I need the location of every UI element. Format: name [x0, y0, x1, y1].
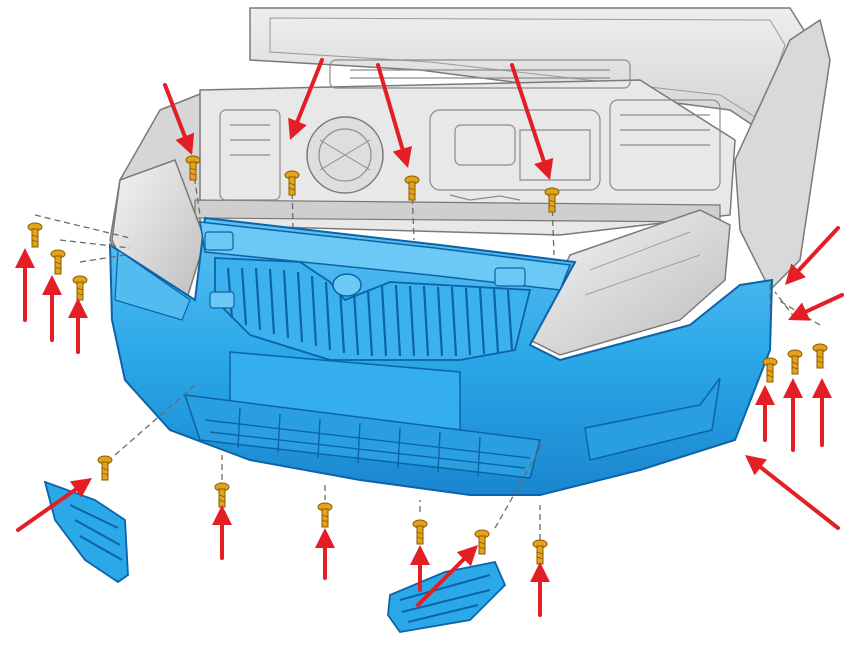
right-headlight [529, 209, 731, 356]
red-arrow-icon [785, 226, 840, 285]
leader-line [79, 254, 126, 263]
screw-icon [27, 222, 43, 248]
screw-icon [787, 349, 803, 375]
fasteners [27, 155, 828, 565]
screw-icon [317, 502, 333, 528]
leader-line [114, 384, 196, 456]
screw-icon [412, 519, 428, 545]
red-arrow-icon [315, 528, 335, 580]
red-arrows [15, 58, 844, 617]
leader-line [192, 167, 201, 216]
screw-icon [97, 455, 113, 481]
leader-line [34, 214, 131, 239]
left-fog-cover [43, 480, 129, 584]
red-arrow-icon [410, 545, 430, 592]
front-bumper [108, 216, 774, 496]
red-arrow-icon [788, 293, 844, 321]
red-arrow-icon [15, 248, 35, 322]
leader-line [59, 239, 131, 249]
leader-line [411, 187, 415, 241]
screw-icon [762, 357, 778, 383]
leader-line [494, 439, 546, 529]
screw-icon [404, 175, 420, 201]
red-arrow-icon [68, 298, 88, 354]
screw-icon [50, 249, 66, 275]
right-fog-recess [584, 377, 721, 461]
screw-icon [474, 529, 490, 555]
screw-icon [544, 187, 560, 213]
red-arrow-icon [510, 63, 554, 180]
right-fender [734, 18, 831, 292]
grille-emblem [332, 273, 362, 297]
screw-icon [812, 343, 828, 369]
red-arrow-icon [812, 378, 832, 447]
right-fog-cover [387, 560, 507, 633]
screw-icon [214, 482, 230, 508]
lower-intake [183, 394, 541, 479]
red-arrow-icon [745, 455, 840, 530]
screw-icon [72, 275, 88, 301]
red-arrow-icon [288, 58, 324, 140]
leader-line [291, 182, 294, 229]
screw-icon [532, 539, 548, 565]
front-grille [214, 257, 532, 361]
red-arrow-icon [42, 275, 62, 342]
leader-line [551, 199, 555, 256]
red-arrow-icon [163, 83, 195, 155]
screw-icon [185, 155, 201, 181]
red-arrow-icon [212, 505, 232, 560]
screw-icon [284, 170, 300, 196]
red-arrow-icon [16, 478, 92, 532]
red-arrow-icon [783, 378, 803, 452]
red-arrow-icon [416, 545, 478, 607]
red-arrow-icon [530, 562, 550, 617]
leader-lines [34, 167, 821, 540]
red-arrow-icon [376, 63, 413, 168]
leader-line [774, 291, 796, 319]
red-arrow-icon [755, 385, 775, 442]
